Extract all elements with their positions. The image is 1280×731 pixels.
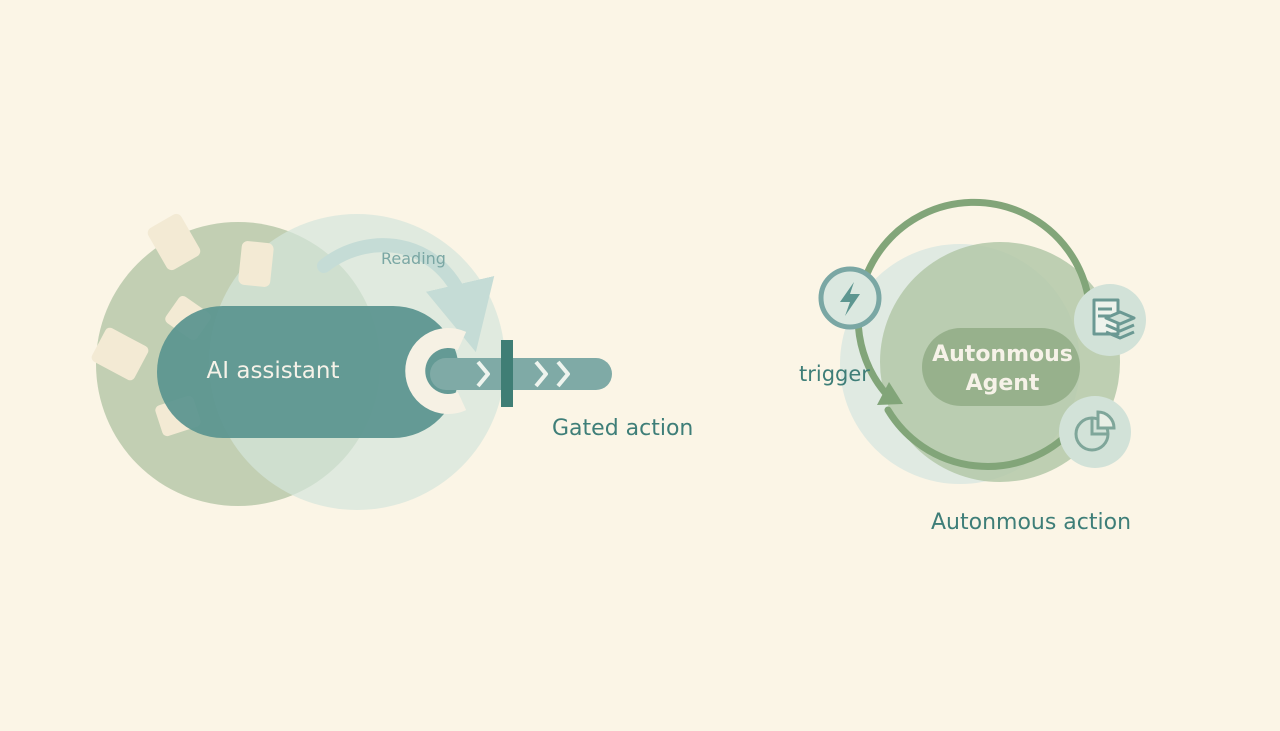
documents-icon-badge (1074, 284, 1146, 356)
chevron-right-icon (534, 360, 548, 388)
output-socket (405, 328, 467, 414)
autonomous-agent-pill (922, 328, 1080, 406)
chevron-right-icon (556, 360, 570, 388)
loop-arrowhead (877, 382, 903, 405)
documents-icon (1092, 298, 1136, 340)
chevron-right-icon (476, 360, 490, 388)
reading-arrow (317, 238, 495, 353)
ai-assistant-pill (157, 306, 459, 438)
gated-action-group (91, 213, 612, 510)
ai-assistant-label: AI assistant (206, 358, 340, 384)
autonomy-loop-ring-lower (884, 406, 1076, 470)
lightning-icon (840, 282, 860, 316)
autonomous-agent-label: Autonmous Agent (932, 342, 1073, 396)
pie-chart-icon (1074, 410, 1116, 452)
context-card (91, 327, 149, 381)
action-bar (430, 358, 612, 390)
trigger-icon-badge (818, 266, 882, 330)
action-chevrons (476, 360, 570, 388)
approval-gate (501, 340, 513, 407)
trigger-label: trigger (799, 362, 870, 386)
pie-chart-icon-badge (1059, 396, 1131, 468)
autonomous-action-caption: Autonmous action (931, 510, 1132, 535)
context-card (238, 241, 274, 287)
gated-action-caption: Gated action (552, 416, 694, 441)
autonomous-action-group (818, 198, 1146, 484)
reading-label: Reading (381, 249, 446, 268)
context-card (147, 213, 201, 271)
autonomy-loop-ring (854, 198, 1092, 400)
